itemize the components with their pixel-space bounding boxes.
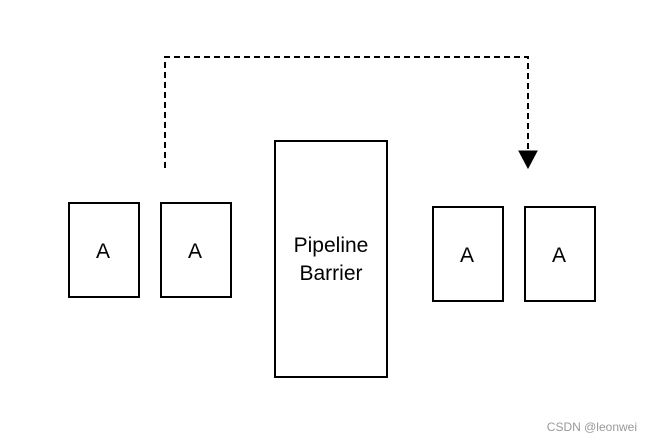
- node-a-1-label: A: [96, 240, 110, 263]
- node-a-2-label: A: [188, 240, 202, 263]
- pipeline-barrier-label-line1: Pipeline: [294, 234, 369, 257]
- pipeline-barrier-node: Pipeline Barrier: [274, 140, 388, 378]
- node-a-2: A: [160, 202, 232, 298]
- pipeline-barrier-label-line2: Barrier: [299, 262, 362, 285]
- node-a-4: A: [524, 206, 596, 302]
- arrow-head-icon: [518, 150, 538, 170]
- node-a-1: A: [68, 202, 140, 298]
- dependency-connector: [164, 56, 529, 168]
- node-a-3: A: [432, 206, 504, 302]
- node-a-4-label: A: [552, 244, 566, 267]
- watermark: CSDN @leonwei: [546, 420, 637, 434]
- node-a-3-label: A: [460, 244, 474, 267]
